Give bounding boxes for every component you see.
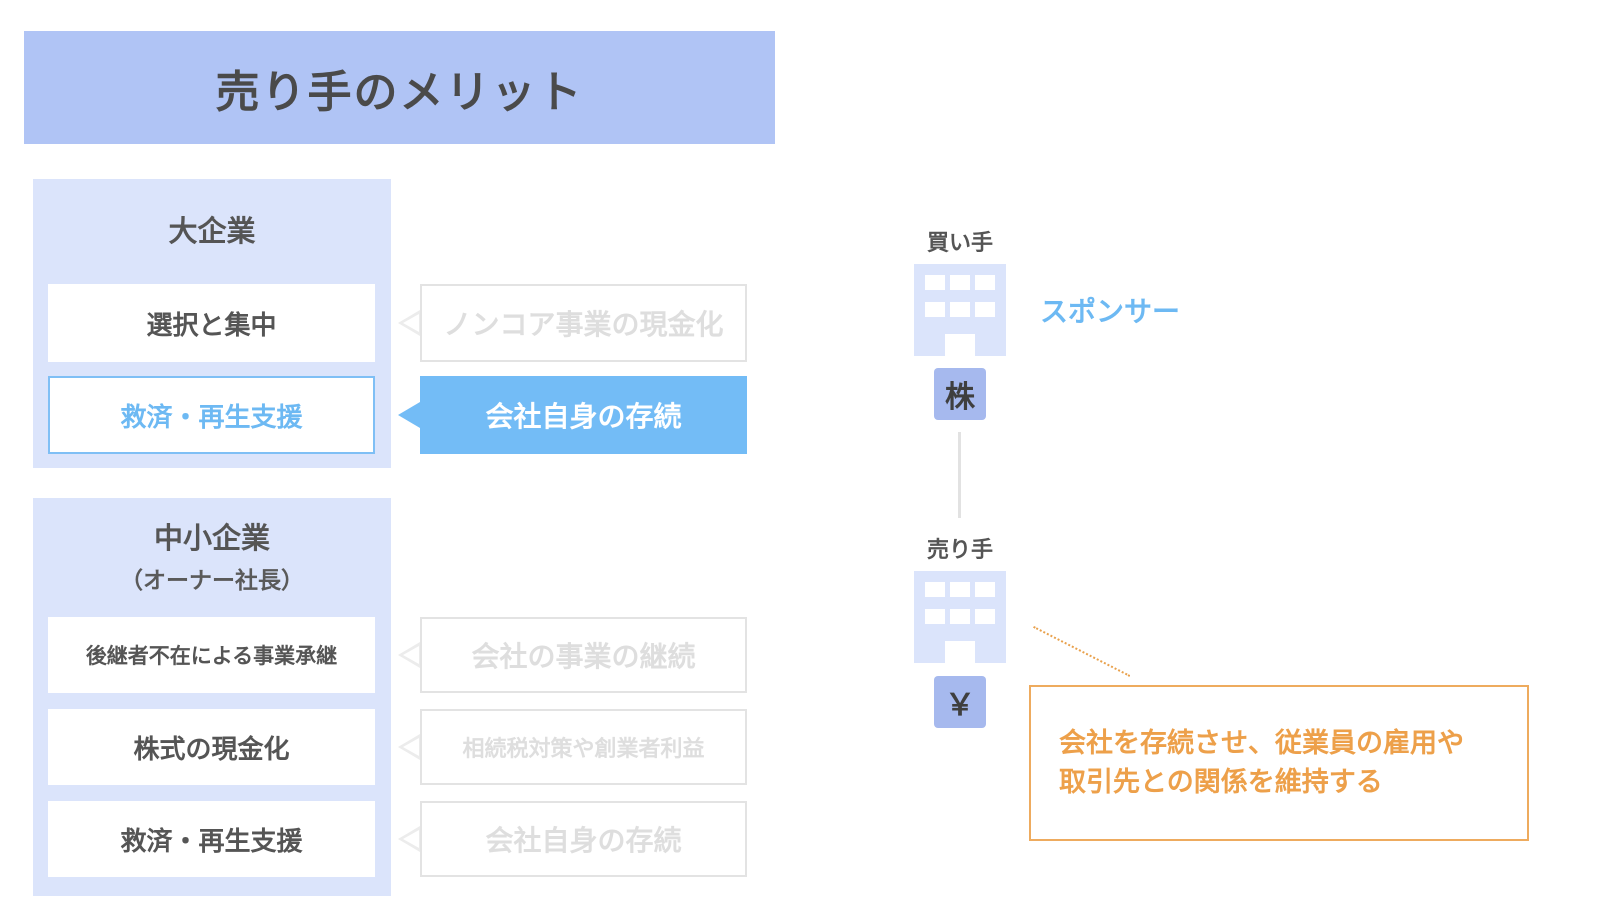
callout-line-2: 取引先との関係を維持する [1059, 767, 1383, 798]
yen-badge: ￥ [934, 676, 986, 728]
callout-line-1: 会社を存続させ、従業員の雇用や [1059, 727, 1464, 759]
sme-title: 中小企業 [153, 521, 270, 555]
benefit-tax-founder-profit: 相続税対策や創業者利益 [420, 709, 747, 785]
sme-subtitle: （オーナー社長） [120, 568, 304, 594]
reason-succession: 後継者不在による事業承継 [48, 617, 375, 693]
stock-badge: 株 [934, 368, 986, 420]
pointer-arrow-icon [398, 402, 420, 428]
building-icon [914, 571, 1006, 663]
benefit-noncore-cash: ノンコア事業の現金化 [420, 284, 747, 362]
callout-pointer-line [1033, 626, 1131, 677]
reason-stock-cash: 株式の現金化 [48, 709, 375, 785]
pointer-arrow-icon [398, 642, 420, 668]
building-icon [914, 264, 1006, 356]
pointer-arrow-icon [398, 734, 420, 760]
benefit-company-survival-large: 会社自身の存続 [420, 376, 747, 454]
benefit-company-survival-sme: 会社自身の存続 [420, 801, 747, 877]
large-enterprise-title: 大企業 [168, 214, 256, 248]
pointer-arrow-icon [398, 310, 420, 336]
page-title: 売り手のメリット [24, 31, 775, 144]
reason-rescue-support-sme: 救済・再生支援 [48, 801, 375, 877]
buyer-seller-connector [958, 432, 961, 518]
buyer-label: 買い手 [926, 231, 993, 256]
pointer-arrow-icon [398, 826, 420, 852]
seller-label: 売り手 [926, 538, 993, 563]
sponsor-label: スポンサー [1040, 295, 1181, 328]
callout-text: 会社を存続させ、従業員の雇用や 取引先との関係を維持する [1059, 724, 1464, 802]
benefit-business-continuation: 会社の事業の継続 [420, 617, 747, 693]
page-title-text: 売り手のメリット [215, 66, 584, 118]
callout-box: 会社を存続させ、従業員の雇用や 取引先との関係を維持する [1029, 685, 1529, 841]
reason-rescue-support-large: 救済・再生支援 [48, 376, 375, 454]
reason-selection-focus: 選択と集中 [48, 284, 375, 362]
